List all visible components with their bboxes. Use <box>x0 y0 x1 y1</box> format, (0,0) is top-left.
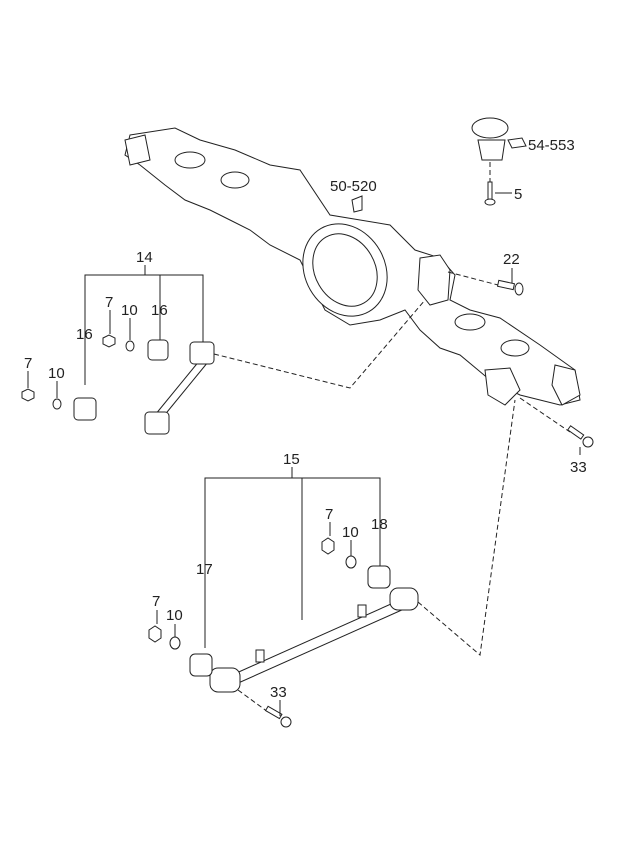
callout-50-520: 50-520 <box>330 178 377 195</box>
washer-10[interactable] <box>125 340 135 352</box>
nut-7[interactable] <box>148 625 162 643</box>
callout-5: 5 <box>514 186 522 203</box>
callout-54-553: 54-553 <box>528 137 575 154</box>
bushing-18[interactable] <box>367 565 391 589</box>
bolt-33-lower[interactable] <box>264 705 292 728</box>
callout-10: 10 <box>166 607 183 624</box>
bolt-33-right[interactable] <box>567 425 594 448</box>
lower-control-link[interactable] <box>209 587 419 693</box>
nut-7[interactable] <box>321 537 335 555</box>
upper-control-link[interactable] <box>144 341 215 435</box>
bump-stopper[interactable] <box>471 117 527 161</box>
nut-7[interactable] <box>102 334 116 348</box>
callout-7: 7 <box>105 294 113 311</box>
washer-10[interactable] <box>169 636 181 650</box>
callout-15: 15 <box>283 451 300 468</box>
washer-10[interactable] <box>345 555 357 569</box>
callout-10: 10 <box>48 365 65 382</box>
callout-22: 22 <box>503 251 520 268</box>
callout-17: 17 <box>196 561 213 578</box>
bolt-22[interactable] <box>496 279 524 296</box>
callout-7: 7 <box>152 593 160 610</box>
bushing-16[interactable] <box>73 397 97 421</box>
washer-10[interactable] <box>52 398 62 410</box>
callout-10: 10 <box>121 302 138 319</box>
callout-16: 16 <box>151 302 168 319</box>
rear-axle-housing[interactable] <box>124 127 581 406</box>
callout-18: 18 <box>371 516 388 533</box>
bolt-5[interactable] <box>484 181 496 206</box>
callout-10: 10 <box>342 524 359 541</box>
callout-33: 33 <box>570 459 587 476</box>
bracket-50-520[interactable] <box>351 195 363 213</box>
nut-7[interactable] <box>21 388 35 402</box>
bushing-16[interactable] <box>147 339 169 361</box>
bushing-17[interactable] <box>189 653 213 677</box>
callout-33: 33 <box>270 684 287 701</box>
callout-14: 14 <box>136 249 153 266</box>
callout-16: 16 <box>76 326 93 343</box>
callout-7: 7 <box>24 355 32 372</box>
callout-7: 7 <box>325 506 333 523</box>
